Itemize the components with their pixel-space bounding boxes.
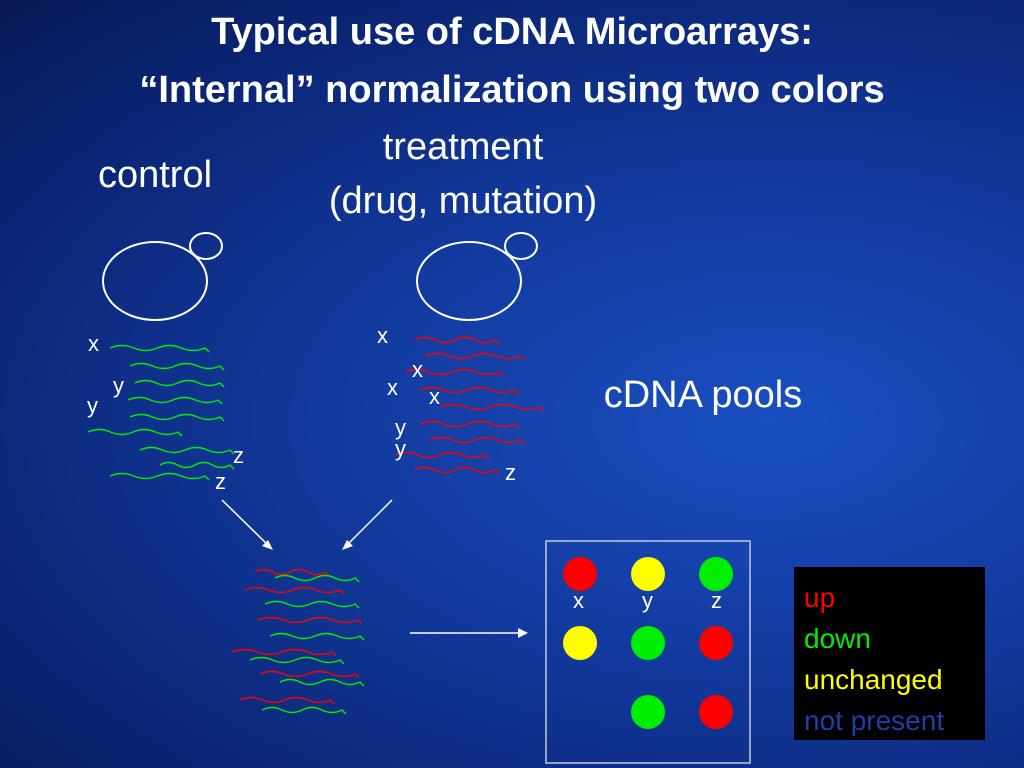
- cdna-pools-label: cDNA pools: [603, 374, 803, 416]
- cdna-strand: [257, 616, 363, 625]
- legend-up: up: [804, 582, 836, 613]
- cdna-strand: [414, 466, 500, 475]
- cdna-strand: [419, 420, 520, 429]
- array-arrowhead-icon: [518, 628, 528, 638]
- cdna-strand: [424, 352, 525, 361]
- cdna-strand: [259, 670, 360, 679]
- treatment-cell-bud: [504, 232, 538, 260]
- legend-unchanged: unchanged: [804, 664, 943, 695]
- control-to-mix-arrow: [221, 499, 271, 548]
- control-letter-x: x: [88, 331, 99, 356]
- cdna-strand: [129, 362, 225, 371]
- array-spot-green: [631, 695, 665, 729]
- treatment-to-mix-arrow: [344, 499, 393, 548]
- title-line-1: Typical use of cDNA Microarrays:: [211, 11, 813, 53]
- control-letter-z: z: [215, 469, 226, 494]
- control-letter-y: y: [87, 393, 98, 418]
- array-spot-green: [631, 626, 665, 660]
- control-letter-z: z: [233, 443, 244, 468]
- cdna-strand: [394, 451, 490, 460]
- cdna-strand: [127, 396, 223, 405]
- cdna-strand: [419, 386, 520, 395]
- title-line-2: “Internal” normalization using two color…: [139, 69, 885, 111]
- cdna-strand: [261, 706, 347, 715]
- array-spot-red: [699, 626, 733, 660]
- mixed-cdna-pool: [231, 568, 365, 715]
- treatment-letter-z: z: [505, 460, 516, 485]
- microarray-spots: [563, 557, 733, 729]
- treatment-letter-x: x: [387, 375, 398, 400]
- cdna-strand: [239, 696, 335, 705]
- treatment-letter-x: x: [377, 323, 388, 348]
- treatment-letter-x: x: [412, 357, 423, 382]
- control-letter-y: y: [113, 373, 124, 398]
- cdna-strand: [231, 648, 337, 657]
- cdna-strand: [404, 368, 505, 377]
- treatment-detail-label: (drug, mutation): [328, 180, 598, 222]
- cdna-strand: [274, 574, 360, 583]
- cdna-strand: [429, 436, 525, 445]
- control-cdna-pool: [87, 344, 235, 481]
- array-spot-red: [563, 557, 597, 591]
- cdna-strand: [254, 568, 330, 577]
- legend-not-present: not present: [804, 705, 945, 736]
- array-spot-green: [699, 557, 733, 591]
- treatment-arrowhead-icon: [342, 540, 353, 550]
- treatment-cdna-pool: [394, 336, 545, 475]
- cdna-strand: [109, 472, 210, 481]
- cdna-strand: [159, 461, 235, 470]
- cdna-strand: [269, 632, 365, 641]
- array-spot-yellow: [563, 626, 597, 660]
- cdna-strand: [439, 403, 545, 412]
- treatment-letter-y: y: [395, 436, 406, 461]
- cdna-strand: [264, 600, 360, 609]
- cdna-strand: [129, 413, 225, 422]
- microarray-slide: [545, 540, 751, 764]
- cdna-strand: [244, 586, 345, 595]
- legend: up down unchanged not present: [794, 567, 985, 740]
- cdna-strand: [134, 379, 225, 388]
- treatment-cell: [416, 241, 522, 321]
- array-label-y: y: [642, 588, 653, 613]
- array-spot-red: [699, 695, 733, 729]
- control-cell-bud: [189, 232, 223, 260]
- treatment-label: treatment: [382, 126, 544, 168]
- control-arrowhead-icon: [262, 540, 273, 550]
- treatment-letter-y: y: [395, 415, 406, 440]
- cdna-strand: [139, 446, 235, 455]
- array-spot-yellow: [631, 557, 665, 591]
- cdna-strand: [249, 656, 345, 665]
- control-label: control: [97, 154, 213, 196]
- cdna-strand: [279, 678, 365, 687]
- cdna-strand: [109, 344, 210, 353]
- array-label-z: z: [711, 588, 722, 613]
- treatment-letter-x: x: [429, 384, 440, 409]
- cdna-strand: [87, 428, 183, 437]
- cdna-strand: [414, 336, 500, 345]
- control-cell: [102, 241, 208, 321]
- legend-down: down: [804, 623, 871, 654]
- array-label-x: x: [573, 588, 584, 613]
